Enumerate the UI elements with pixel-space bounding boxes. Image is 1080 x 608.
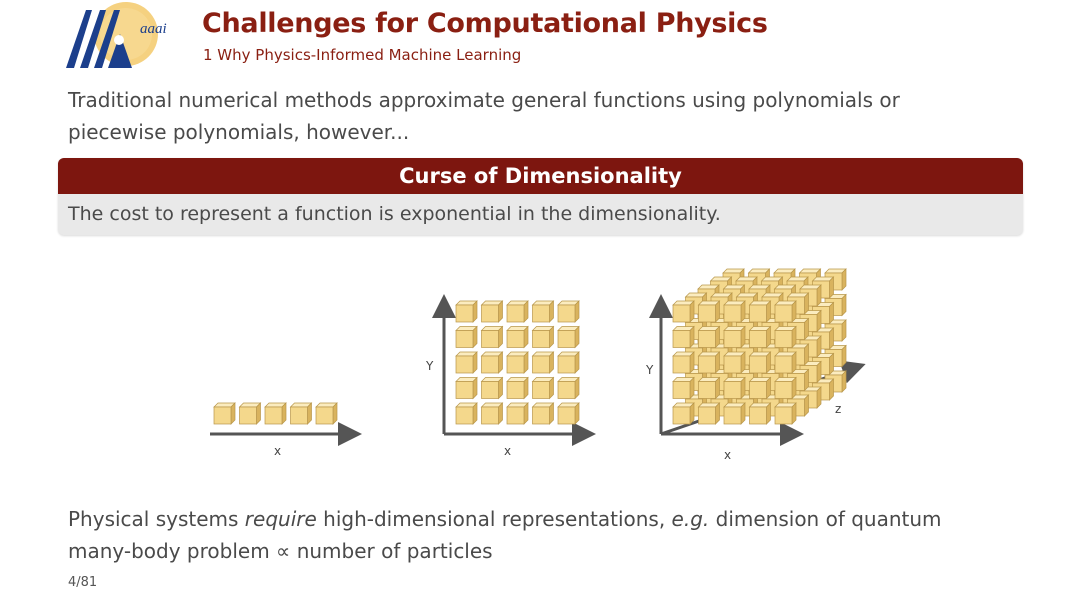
axis-label-x: x [274, 444, 281, 458]
cube [506, 325, 529, 349]
cube [672, 325, 695, 349]
page-title: Challenges for Computational Physics [202, 8, 768, 39]
block-body: The cost to represent a function is expo… [68, 203, 721, 225]
cube [455, 376, 478, 400]
conclusion-paragraph: Physical systems require high-dimensiona… [68, 503, 1028, 567]
definition-block: Curse of Dimensionality The cost to repr… [58, 158, 1023, 235]
page-number: 4/81 [68, 575, 98, 590]
cube [480, 402, 504, 425]
cube [557, 300, 580, 323]
cube [531, 402, 555, 425]
cube [672, 402, 695, 425]
cube [315, 402, 338, 425]
panel-3d: x Y z [645, 268, 866, 462]
cube [748, 376, 772, 400]
cube [480, 376, 504, 400]
conclusion-part-3: dimension of quantum [709, 507, 942, 531]
axis-label-z: z [835, 402, 841, 416]
axis-label-x: x [504, 444, 511, 458]
cube [748, 402, 772, 425]
cube [506, 402, 529, 425]
conclusion-emphasis-eg: e.g. [671, 507, 710, 531]
cube [557, 351, 580, 374]
logo-text: aaai [140, 21, 167, 37]
intro-paragraph: Traditional numerical methods approximat… [68, 84, 1028, 148]
conclusion-part-2: high-dimensional representations, [316, 507, 672, 531]
page-subtitle: 1 Why Physics-Informed Machine Learning [203, 46, 522, 64]
cube [455, 402, 478, 425]
cube [213, 402, 236, 425]
cube [748, 300, 772, 323]
cube [506, 300, 529, 323]
cube [238, 402, 262, 425]
cube [748, 351, 772, 374]
panel-1d: x [210, 402, 362, 458]
cube [748, 325, 772, 349]
cube [557, 325, 580, 349]
cube [455, 351, 478, 374]
aaai-logo: aaai [66, 2, 167, 68]
cube [723, 376, 746, 400]
cube [723, 325, 746, 349]
cube [697, 376, 721, 400]
cube [672, 300, 695, 323]
cube [697, 402, 721, 425]
cube [723, 351, 746, 374]
axis-label-y: Y [425, 359, 434, 373]
cube [557, 402, 580, 425]
cube [480, 325, 504, 349]
cube [672, 376, 695, 400]
cube [774, 376, 797, 400]
cube [264, 402, 287, 425]
dimensionality-figure: x x Y x Y z [210, 268, 866, 462]
intro-line-1: Traditional numerical methods approximat… [68, 88, 900, 112]
cube [774, 402, 797, 425]
cube [723, 300, 746, 323]
axis-label-x: x [724, 448, 731, 462]
cube [557, 376, 580, 400]
cube [480, 300, 504, 323]
block-title: Curse of Dimensionality [58, 158, 1023, 194]
cube [531, 351, 555, 374]
cube [506, 376, 529, 400]
cube [774, 300, 797, 323]
cube [480, 351, 504, 374]
cube [774, 351, 797, 374]
cube [289, 402, 313, 425]
cube [723, 402, 746, 425]
conclusion-part-1: Physical systems [68, 507, 245, 531]
axis-label-y: Y [645, 363, 654, 377]
cube [531, 300, 555, 323]
intro-line-2: piecewise polynomials, however... [68, 120, 410, 144]
cube [774, 325, 797, 349]
cube [455, 325, 478, 349]
conclusion-emphasis-require: require [244, 507, 317, 531]
cube [697, 300, 721, 323]
panel-2d: x Y [425, 294, 596, 458]
cube [506, 351, 529, 374]
cube [455, 300, 478, 323]
cube [697, 325, 721, 349]
cube [531, 376, 555, 400]
cube [672, 351, 695, 374]
cube [531, 325, 555, 349]
cube [697, 351, 721, 374]
conclusion-line-2: many-body problem ∝ number of particles [68, 539, 493, 563]
